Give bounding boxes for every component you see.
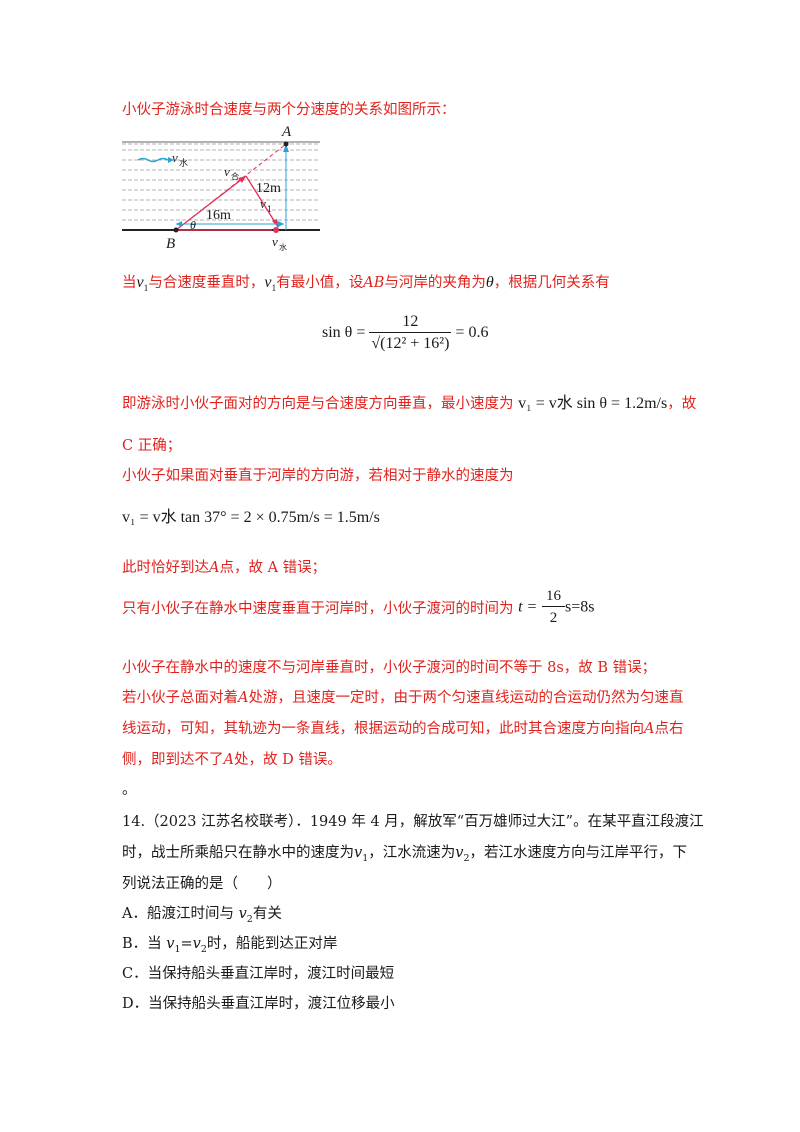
option-c: C．当保持船头垂直江岸时，渡江时间最短 (122, 966, 395, 982)
theta-label: θ (190, 218, 196, 232)
option-b: B．当 v1=v2时，船能到达正对岸 (122, 936, 338, 955)
explanation-line-9: 若小伙子总面对着A处游，且速度一定时，由于两个匀速直线运动的合运动仍然为匀速直 (122, 690, 684, 706)
explanation-line-4: C 正确； (122, 438, 182, 454)
water-flow-arrow-icon (137, 157, 174, 163)
v-he-arrow (175, 175, 247, 231)
question-line-2: 时，战士所乘船只在静水中的速度为v1，江水流速为v2，若江水速度方向与江岸平行，… (122, 845, 687, 864)
dist-16-label: 16m (206, 208, 231, 223)
point-b-label: B (166, 236, 175, 252)
point-a-label: A (281, 124, 292, 140)
v-he-label-sub: 合 (231, 171, 239, 181)
v1-label: v (260, 196, 266, 211)
v1-label-sub: 1 (267, 205, 272, 214)
question-line-3: 列说法正确的是（ ） (122, 876, 282, 892)
explanation-line-6: 此时恰好到达A点，故 A 错误； (122, 560, 327, 576)
equation-v1-tan: v₁ = v水 tan 37° = 2 × 0.75m/s = 1.5m/s (122, 509, 380, 526)
water-lines (122, 143, 320, 221)
explanation-line-2: 当v1与合速度垂直时，v1有最小值，设AB与河岸的夹角为θ，根据几何关系有 (122, 274, 610, 294)
explanation-line-5: 小伙子如果面对垂直于河岸的方向游，若相对于静水的速度为 (122, 468, 514, 484)
v-water-label-sub: 水 (179, 157, 188, 169)
explanation-line-10: 线运动，可知，其轨迹为一条直线，根据运动的合成可知，此时其合速度方向指向A点右 (122, 721, 684, 737)
explanation-line-3: 即游泳时小伙子面对的方向是与合速度方向垂直，最小速度为 v₁ = v水 sin … (122, 395, 697, 412)
explanation-intro: 小伙子游泳时合速度与两个分速度的关系如图所示： (122, 102, 456, 118)
v-water-bottom-label: v (272, 234, 278, 249)
option-a: A．船渡江时间与 v2有关 (122, 906, 282, 925)
explanation-line-8: 小伙子在静水中的速度不与河岸垂直时，小伙子渡河的时间不等于 8s，故 B 错误； (122, 660, 657, 676)
velocity-diagram: v 水 A B v 合 12m v 1 16m θ v 水 (122, 124, 320, 252)
question-line-1: 14.（2023 江苏名校联考）．1949 年 4 月，解放军“百万雄师过大江”… (122, 814, 704, 830)
v-he-label: v (224, 164, 230, 179)
explanation-line-11: 侧，即到达不了A处，故 D 错误。 (122, 752, 342, 768)
v-water-bottom-label-sub: 水 (279, 242, 287, 252)
equation-sin-theta: sin θ = 12√(12² + 16²) = 0.6 (322, 313, 489, 352)
v1-arrow (245, 175, 279, 228)
dist-12-label: 12m (256, 181, 281, 196)
trailing-dot: 。 (122, 782, 137, 798)
v-water-label: v (172, 150, 178, 165)
option-d: D．当保持船头垂直江岸时，渡江位移最小 (122, 996, 395, 1012)
